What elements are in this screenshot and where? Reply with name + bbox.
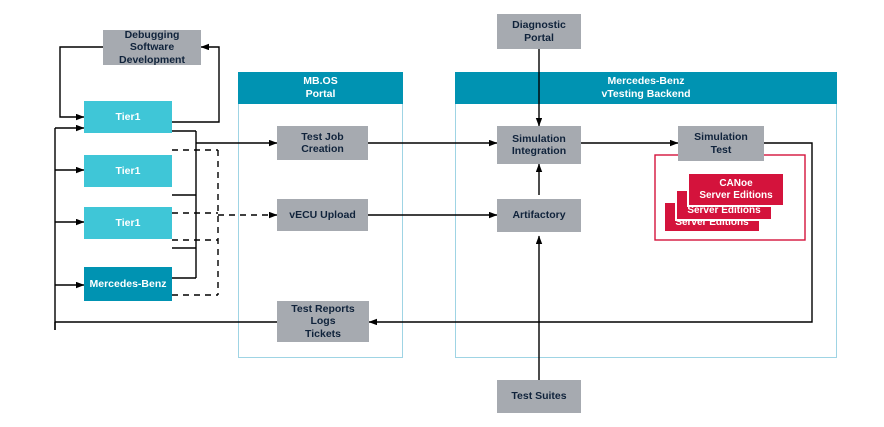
vtesting-backend-header: Mercedes-Benz vTesting Backend	[455, 72, 837, 104]
simulation-test-label-line1: Simulation	[694, 131, 748, 144]
node-artifactory[interactable]: Artifactory	[497, 199, 581, 232]
node-tier1-b[interactable]: Tier1	[84, 155, 172, 187]
tier1-a-label: Tier1	[115, 110, 141, 123]
debugging-label-line2: Software	[129, 41, 175, 54]
mbos-portal-title-line2: Portal	[305, 88, 336, 100]
node-tier1-a[interactable]: Tier1	[84, 101, 172, 133]
node-mercedes-benz[interactable]: Mercedes-Benz	[84, 267, 172, 301]
vtesting-backend-title-line1: Mercedes-Benz	[607, 75, 685, 88]
canoe-middle-label-line2: Server Editions	[687, 205, 761, 216]
node-tier1-c[interactable]: Tier1	[84, 207, 172, 239]
vecu-upload-label: vECU Upload	[289, 208, 356, 221]
test-job-creation-label-line2: Creation	[301, 143, 344, 155]
canoe-front-label-line2: Server Editions	[699, 189, 773, 201]
node-test-reports-logs-tickets[interactable]: Test Reports Logs Tickets	[277, 301, 369, 342]
test-reports-label-line1: Test Reports	[291, 302, 355, 315]
simulation-integration-label-line1: Simulation	[512, 132, 566, 145]
debugging-label-line3: Development	[119, 53, 185, 66]
artifactory-label: Artifactory	[512, 209, 566, 222]
node-test-job-creation[interactable]: Test Job Creation	[277, 126, 368, 160]
mbos-portal-title-line1: MB.OS	[303, 75, 338, 88]
node-test-suites[interactable]: Test Suites	[497, 380, 581, 413]
node-diagnostic-portal[interactable]: Diagnostic Portal	[497, 14, 581, 49]
node-debugging-software-development[interactable]: Debugging Software Development	[103, 28, 201, 66]
tier1-b-label: Tier1	[115, 164, 141, 177]
node-simulation-test[interactable]: Simulation Test	[678, 126, 764, 161]
debugging-label-line1: Debugging	[124, 28, 180, 41]
mercedes-benz-label: Mercedes-Benz	[89, 277, 167, 290]
tier1-c-label: Tier1	[115, 216, 141, 229]
node-canoe-server-editions-front[interactable]: CANoe Server Editions	[687, 172, 785, 207]
node-vecu-upload[interactable]: vECU Upload	[277, 199, 368, 231]
simulation-test-label-line2: Test	[710, 143, 732, 156]
diagnostic-portal-label-line2: Portal	[524, 31, 554, 44]
test-reports-label-line2: Logs	[310, 315, 336, 328]
test-suites-label: Test Suites	[511, 390, 567, 403]
vtesting-backend-title-line2: vTesting Backend	[601, 88, 691, 100]
canoe-front-label-line1: CANoe	[719, 177, 753, 189]
test-job-creation-label-line1: Test Job	[301, 130, 344, 143]
simulation-integration-label-line2: Integration	[511, 145, 567, 157]
test-reports-label-line3: Tickets	[305, 327, 341, 340]
diagnostic-portal-label-line1: Diagnostic	[512, 19, 566, 32]
node-simulation-integration[interactable]: Simulation Integration	[497, 126, 581, 164]
canoe-back-label-line2: Server Editions	[675, 217, 749, 228]
mbos-portal-header: MB.OS Portal	[238, 72, 403, 104]
